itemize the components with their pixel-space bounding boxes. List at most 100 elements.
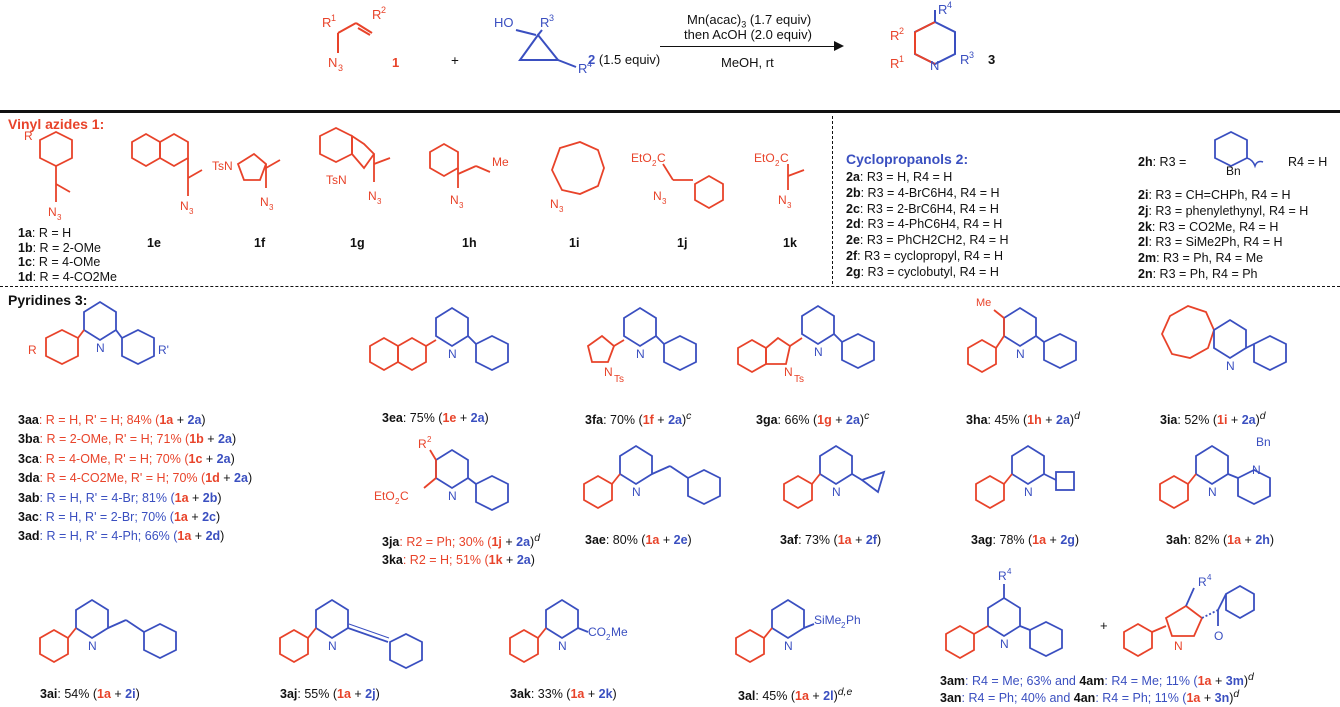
svg-text:N: N	[96, 341, 105, 355]
cyclopropanol-list-1: 2a: R3 = H, R4 = H 2b: R3 = 4-BrC6H4, R4…	[846, 170, 1009, 281]
plus-sign: +	[451, 53, 459, 68]
bn-label: Bn	[1226, 164, 1241, 178]
item-2b: 2b: R3 = 4-BrC6H4, R4 = H	[846, 185, 1000, 200]
item-1d: 1d: R = 4-CO2Me	[18, 269, 117, 284]
svg-text:1: 1	[331, 13, 336, 23]
structure-4am-4an: R 4 N O	[1123, 573, 1255, 658]
svg-text:R: R	[322, 15, 331, 30]
svg-text:Me: Me	[492, 155, 509, 169]
svg-text:3: 3	[377, 197, 382, 206]
svg-text:N: N	[832, 485, 841, 499]
svg-text:N: N	[450, 193, 459, 207]
structure-3al: N SiMe 2 Ph	[735, 598, 861, 664]
cyclopropanol-structure: HO R 3 R 4	[494, 13, 592, 76]
label-1i: 1i	[569, 236, 580, 250]
svg-text:R': R'	[158, 343, 169, 357]
item-2e: 2e: R3 = PhCH2CH2, R4 = H	[846, 233, 1009, 248]
svg-text:N: N	[778, 193, 787, 207]
svg-text:N: N	[784, 639, 793, 653]
svg-text:N: N	[604, 365, 613, 379]
pyridine-product-structure: R 4 R 2 R 1 N R 3 3	[890, 0, 995, 73]
svg-text:4: 4	[947, 0, 952, 10]
svg-text:R: R	[890, 28, 899, 43]
item-3ba: 3ba: R = 2-OMe, R' = H; 71% (1b + 2a)	[18, 432, 237, 447]
structure-3ea: N	[369, 306, 509, 372]
svg-text:N: N	[558, 639, 567, 653]
label-3af: 3af: 73% (1a + 2f)	[780, 533, 882, 547]
arrow-head	[834, 41, 844, 51]
svg-text:2: 2	[606, 633, 611, 642]
svg-text:O: O	[1214, 629, 1223, 643]
pyridines-title: Pyridines 3:	[8, 292, 88, 308]
item-2m: 2m: R3 = Ph, R4 = Me	[1138, 251, 1264, 266]
structure-3ag: N	[975, 444, 1075, 510]
label-3ha: 3ha: 45% (1h + 2a)d	[966, 411, 1080, 428]
svg-text:C: C	[400, 489, 409, 503]
structure-3ga: N N Ts	[737, 304, 875, 385]
svg-text:N: N	[448, 489, 457, 503]
cyclopropanols-title: Cyclopropanols 2:	[846, 151, 969, 167]
svg-text:3: 3	[787, 201, 792, 210]
svg-text:R: R	[28, 343, 37, 357]
svg-text:Me: Me	[611, 625, 628, 639]
structure-3ak: N CO 2 Me	[509, 598, 628, 664]
label-3ah: 3ah: 82% (1a + 2h)	[1166, 533, 1275, 547]
svg-text:R: R	[372, 7, 381, 22]
svg-text:2: 2	[395, 497, 400, 506]
structure-3aj: N	[279, 598, 423, 670]
general-pyridine-list: 3aa: R = H, R' = H; 84% (1a + 2a) 3ba: R…	[18, 411, 252, 547]
svg-text:TsN: TsN	[326, 173, 347, 187]
item-2j: 2j: R3 = phenylethynyl, R4 = H	[1138, 203, 1309, 218]
svg-text:2: 2	[899, 26, 904, 36]
svg-text:3: 3	[969, 50, 974, 60]
label-1k: 1k	[783, 236, 797, 250]
svg-text:3: 3	[189, 207, 194, 216]
svg-text:N: N	[48, 205, 57, 219]
svg-text:TsN: TsN	[212, 159, 233, 173]
item-2g: 2g: R3 = cyclobutyl, R4 = H	[846, 264, 999, 279]
svg-text:N: N	[1174, 639, 1183, 653]
svg-text:N: N	[180, 199, 189, 213]
svg-text:N: N	[632, 485, 641, 499]
vinyl-azide-structure: R 1 R 2 N 3 1	[322, 5, 399, 73]
structure-3ah: N N Bn	[1159, 435, 1271, 510]
item-2h: 2h: R3 =	[1138, 155, 1187, 169]
svg-text:N: N	[448, 347, 457, 361]
label-1f: 1f	[254, 236, 266, 250]
item-1a: 1a: R = H	[18, 226, 72, 240]
svg-text:1: 1	[392, 55, 399, 70]
label-1g: 1g	[350, 236, 365, 250]
structure-3ha: Me N	[967, 297, 1077, 374]
svg-text:R: R	[418, 437, 427, 451]
reagent-line-1: Mn(acac)3 (1.7 equiv)	[687, 12, 812, 30]
item-2i: 2i: R3 = CH=CHPh, R4 = H	[1138, 188, 1291, 202]
structure-3ai: N	[39, 598, 177, 664]
svg-text:2: 2	[652, 159, 657, 168]
svg-text:N: N	[784, 365, 793, 379]
item-2f: 2f: R3 = cyclopropyl, R4 = H	[846, 248, 1004, 263]
svg-text:N: N	[653, 189, 662, 203]
section-divider-vertical	[832, 116, 833, 284]
structure-1k: EtO 2 C N 3	[754, 151, 805, 210]
sm2-label: 2 (1.5 equiv)	[588, 52, 661, 67]
svg-text:R: R	[24, 129, 33, 143]
svg-text:3: 3	[662, 197, 667, 206]
section-divider-horizontal	[0, 286, 1340, 287]
svg-text:4: 4	[587, 59, 592, 69]
svg-text:N: N	[814, 345, 823, 359]
label-3ai: 3ai: 54% (1a + 2i)	[40, 687, 140, 701]
svg-text:3: 3	[338, 63, 343, 73]
solvent-label: MeOH, rt	[721, 55, 774, 70]
svg-text:3: 3	[459, 201, 464, 210]
structure-3af: N	[783, 444, 886, 510]
structure-1f: TsN N 3	[212, 152, 281, 212]
item-2n: 2n: R3 = Ph, R4 = Ph	[1138, 266, 1258, 281]
structure-1h: Me N 3	[429, 142, 509, 210]
svg-text:R: R	[1198, 575, 1207, 589]
svg-text:Ph: Ph	[846, 613, 861, 627]
svg-text:CO: CO	[588, 625, 606, 639]
item-3ad: 3ad: R = H, R' = 4-Ph; 66% (1a + 2d)	[18, 529, 225, 544]
svg-text:R: R	[998, 569, 1007, 583]
svg-text:N: N	[1208, 485, 1217, 499]
vinyl-azides-title: Vinyl azides 1:	[8, 116, 105, 132]
